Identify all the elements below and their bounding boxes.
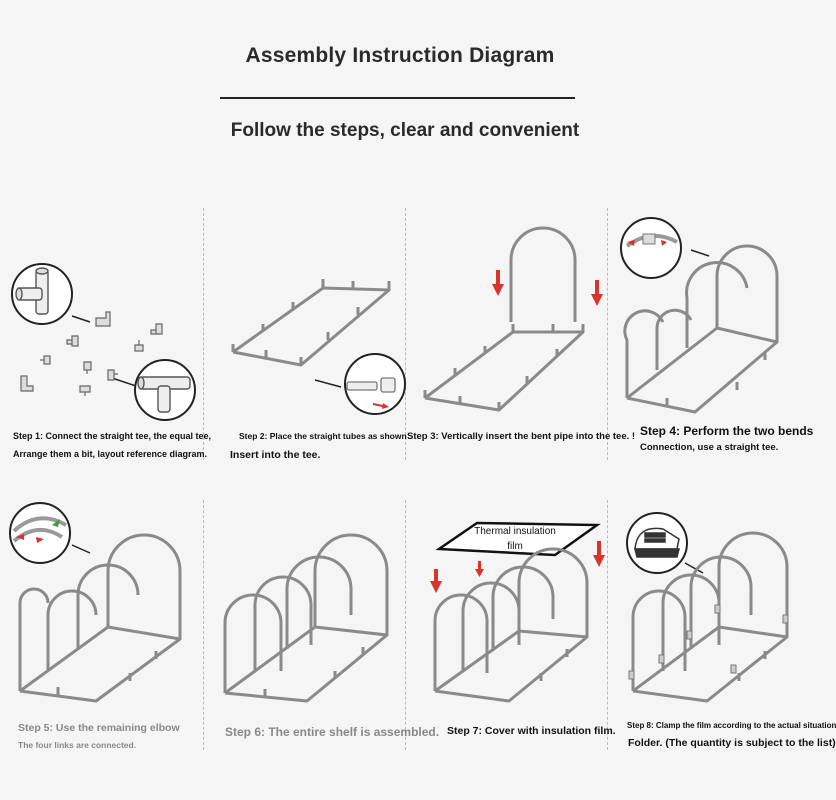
page-title: Assembly Instruction Diagram [245,44,555,67]
step-1-panel: Step 1: Connect the straight tee, the eq… [0,200,211,470]
step-2-panel: Step 2: Place the straight tubes as show… [203,200,407,470]
film-label-line2: film [507,541,523,552]
step-3-panel: Step 3: Vertically insert the bent pipe … [405,200,635,470]
separator [607,208,608,460]
page-subtitle: Follow the steps, clear and convenient [230,120,580,141]
separator [607,500,608,750]
step-2-caption-line1: Step 2: Place the straight tubes as show… [239,431,407,441]
step-6-panel: Step 6: The entire shelf is assembled. [203,495,439,765]
separator [405,208,406,460]
step-8-caption-line2: Folder. (The quantity is subject to the … [628,737,836,749]
step-1-illustration [11,263,196,421]
step-2-caption-line2: Insert into the tee. [230,449,321,461]
step-1-caption-line2: Arrange them a bit, layout reference dia… [13,449,208,459]
step-6-caption: Step 6: The entire shelf is assembled. [225,725,440,739]
step-4-illustration [620,217,779,414]
step-2-illustration [231,279,406,415]
step-8-illustration [626,512,789,703]
step-4-caption-line2: Connection, use a straight tee. [640,442,779,453]
step-4-caption-line1: Step 4: Perform the two bends [640,424,814,438]
step-5-illustration [9,502,182,703]
separator [203,208,204,460]
separator [203,500,204,750]
step-7-panel: Thermal insulation film Step 7: Cover wi… [405,495,616,765]
step-3-illustration [423,226,603,412]
step-7-illustration [430,521,605,703]
step-1-caption-line1: Step 1: Connect the straight tee, the eq… [13,431,212,441]
step-3-caption: Step 3: Vertically insert the bent pipe … [407,431,636,442]
step-8-panel: Step 8: Clamp the film according to the … [607,495,836,765]
step-4-panel: Step 4: Perform the two bends Connection… [607,200,813,470]
step-5-caption-line2: The four links are connected. [18,740,137,750]
title-divider [220,97,575,99]
step-5-panel: Step 5: Use the remaining elbow The four… [0,495,203,765]
film-label: Thermal insulation film [465,524,565,554]
step-6-illustration [223,533,389,703]
step-8-caption-line1: Step 8: Clamp the film according to the … [627,721,836,730]
film-label-line1: Thermal insulation [474,526,556,537]
clip-icon [634,527,680,558]
separator [405,500,406,750]
step-5-caption-line1: Step 5: Use the remaining elbow [18,722,180,734]
step-7-caption: Step 7: Cover with insulation film. [447,725,616,737]
